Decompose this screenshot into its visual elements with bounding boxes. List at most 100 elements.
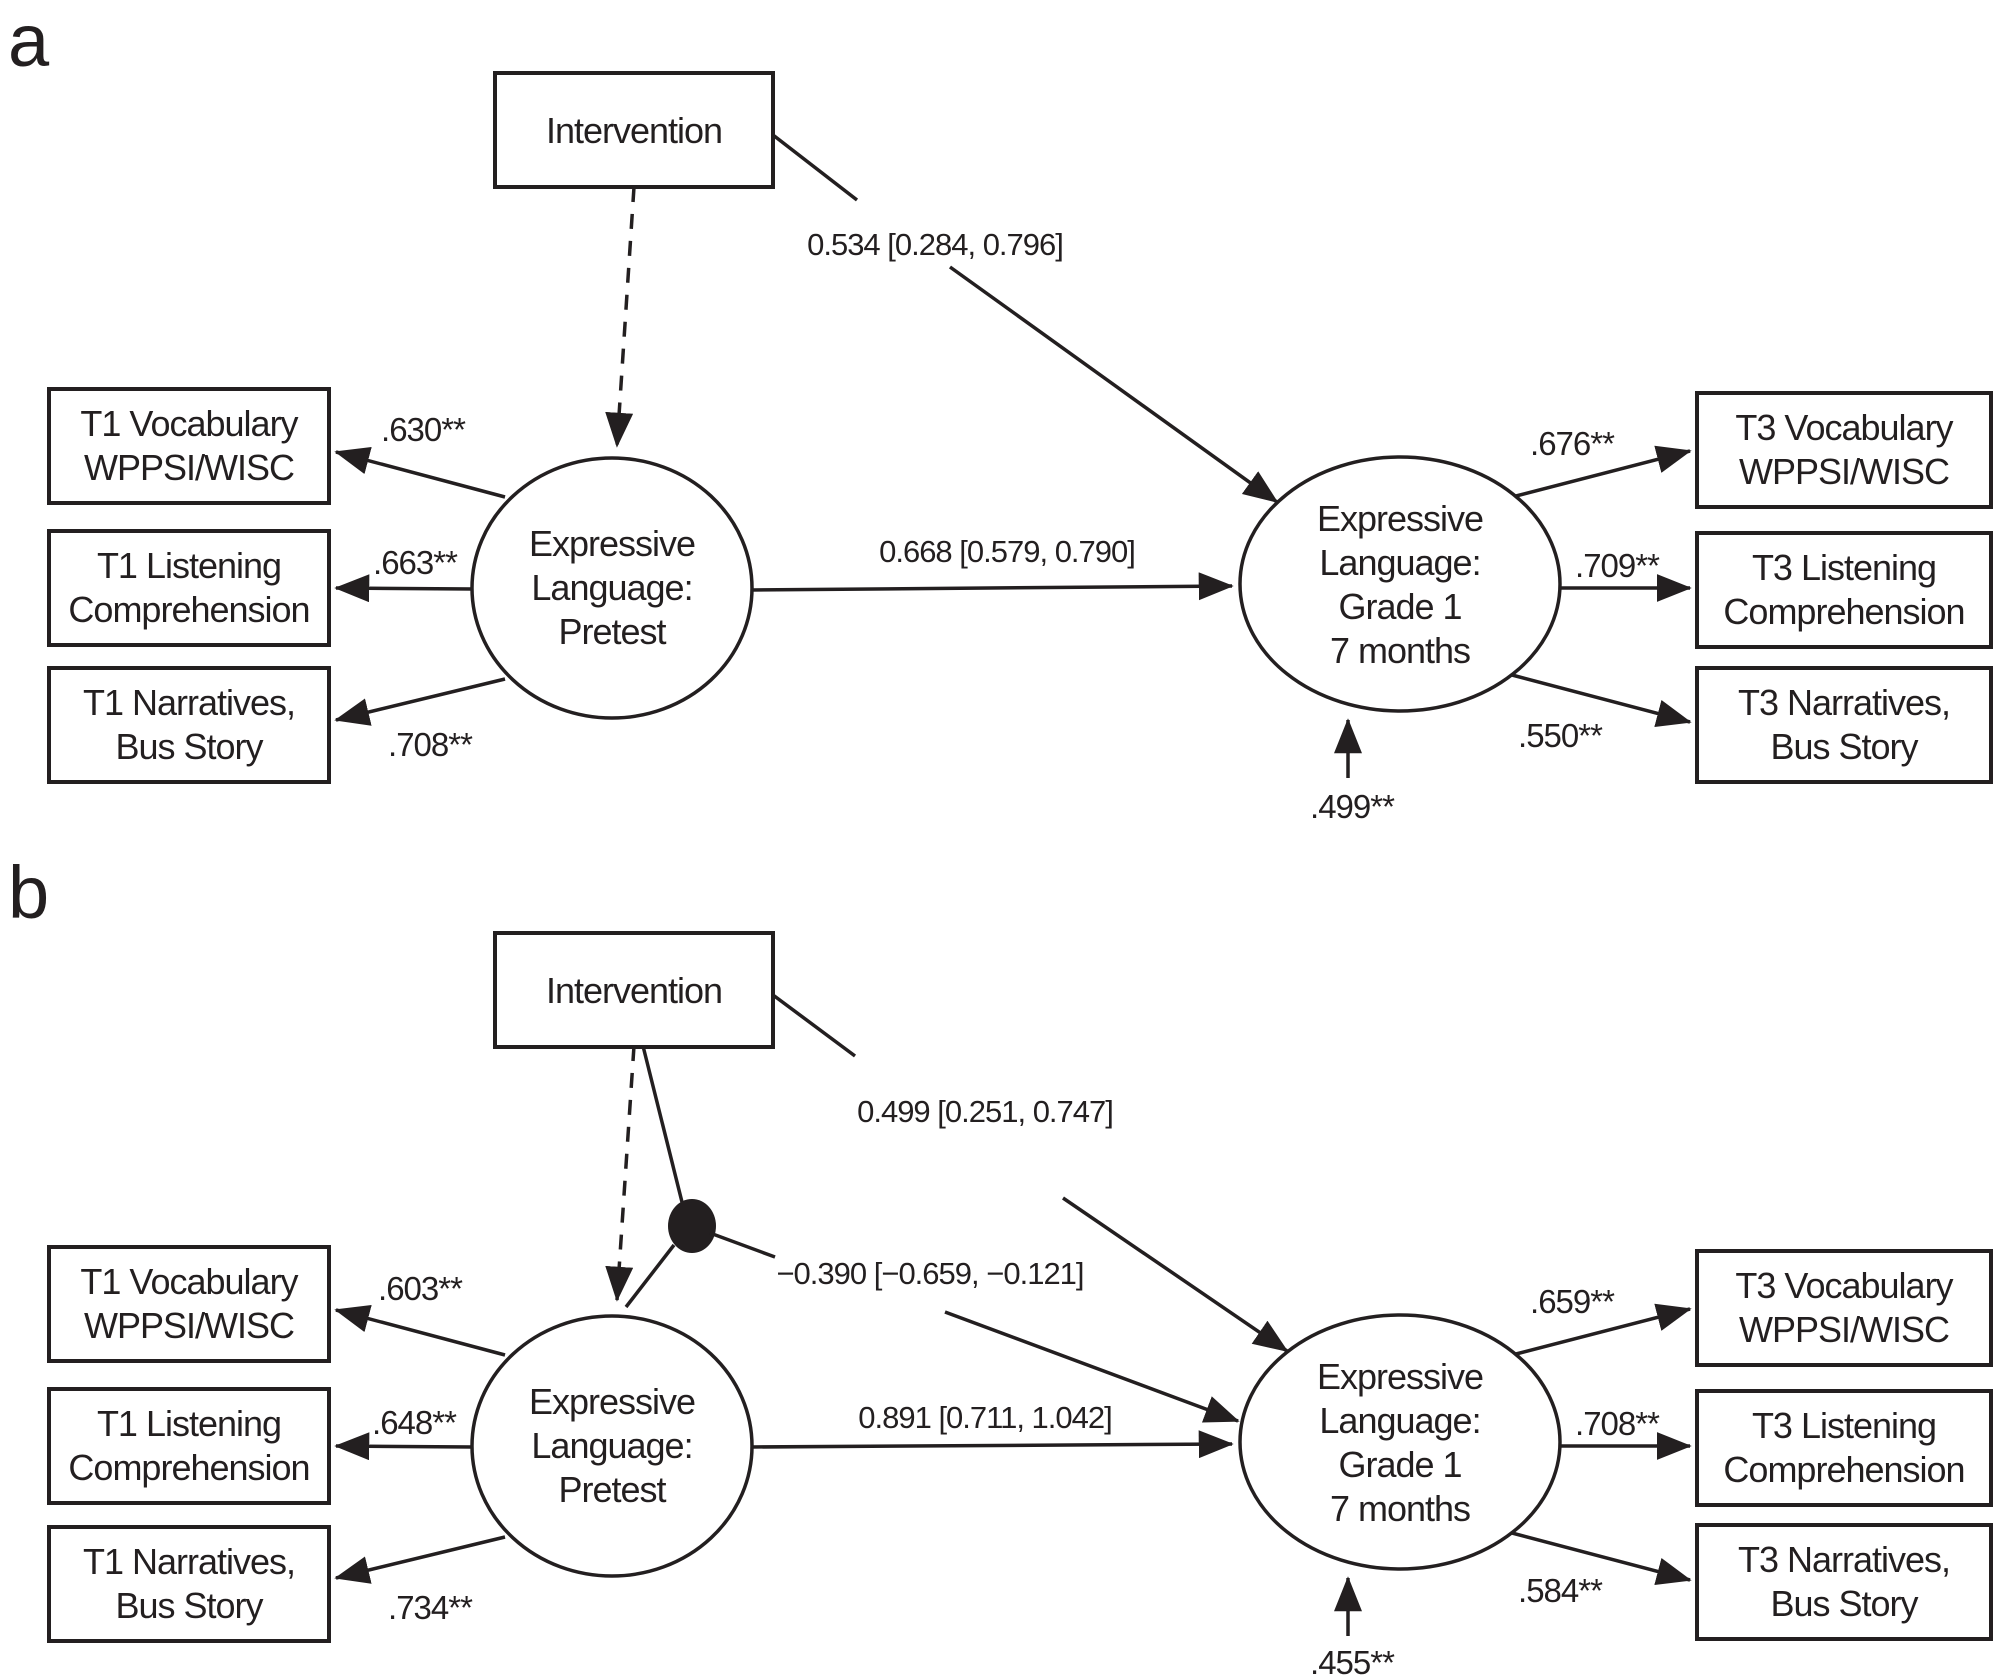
path-interaction-outcome-seg1-b [709,1231,776,1259]
t3-narratives-box-a [1695,666,1993,784]
line-intervention-to-interaction-dot-b [641,1045,685,1207]
t3-vocab-line1-b: T3 Vocabulary [1735,1265,1953,1306]
path-interaction-outcome-seg2-b [944,1310,1240,1423]
loading-t3-listening-b: .708** [1575,1405,1660,1442]
t1-vocab-line1-a: T1 Vocabulary [80,403,298,444]
t3-vocab-line1-a: T3 Vocabulary [1735,407,1953,448]
loading-t1-vocab-a: .630** [381,411,466,448]
t3-listening-line2-a: Comprehension [1723,591,1964,632]
path-pretest-outcome-b [751,1430,1234,1459]
loading-arrow-t3-narratives-a [1511,673,1692,728]
coef-intervention-outcome-b: 0.499 [0.251, 0.747] [857,1094,1113,1129]
t3-narratives-line2-b: Bus Story [1770,1583,1918,1624]
pretest-label-line3-a: Pretest [558,611,666,652]
loading-arrow-t1-listening-b [334,1432,474,1461]
loading-arrow-t1-narratives-a [334,677,506,726]
coef-intervention-outcome-a: 0.534 [0.284, 0.796] [807,227,1063,262]
t3-listening-line2-b: Comprehension [1723,1449,1964,1490]
panel-a-letter: a [8,0,50,82]
t1-vocab-line2-b: WPPSI/WISC [84,1305,294,1346]
coef-interaction-outcome-b: −0.390 [−0.659, −0.121] [776,1256,1083,1291]
loading-arrow-t1-listening-a [334,574,474,603]
pretest-label-line2-b: Language: [531,1425,692,1466]
intervention-box-a [493,71,775,189]
loading-t1-narratives-a: .708** [388,726,473,763]
t3-vocab-box-a [1695,391,1993,509]
path-pretest-outcome-a [751,572,1234,601]
outcome-label-line4-b: 7 months [1330,1488,1470,1529]
t1-narratives-line2-a: Bus Story [115,726,263,767]
t1-narratives-box-a [47,666,331,784]
t1-listening-line2-a: Comprehension [68,589,309,630]
loading-t1-listening-b: .648** [372,1404,457,1441]
t3-narratives-box-b [1695,1523,1993,1641]
outcome-label-line3-a: Grade 1 [1338,586,1461,627]
t3-listening-line1-b: T3 Listening [1752,1405,1936,1446]
t3-narratives-line1-a: T3 Narratives, [1738,682,1950,723]
coef-pretest-outcome-b: 0.891 [0.711, 1.042] [858,1400,1112,1435]
t3-vocab-box-b [1695,1249,1993,1367]
panel-b-letter: b [8,851,47,934]
intervention-label-a: Intervention [546,110,722,151]
t1-listening-line1-b: T1 Listening [97,1403,281,1444]
path-intervention-outcome-seg2-b [1062,1196,1289,1353]
loading-t1-vocab-b: .603** [378,1270,463,1307]
outcome-ellipse-b [1238,1313,1562,1571]
t1-listening-box-b [47,1387,331,1505]
dashed-arrow-intervention-to-pretest-b [605,1045,636,1302]
outcome-label-line1-b: Expressive [1317,1356,1483,1397]
pretest-label-line2-a: Language: [531,567,692,608]
outcome-label-line3-b: Grade 1 [1338,1444,1461,1485]
path-intervention-outcome-seg1-b [771,993,857,1058]
t1-narratives-line2-b: Bus Story [115,1585,263,1626]
loading-arrow-t3-narratives-b [1511,1531,1692,1586]
t3-listening-line1-a: T3 Listening [1752,547,1936,588]
t1-vocab-box-a [47,387,331,505]
t3-narratives-line2-a: Bus Story [1770,726,1918,767]
t3-listening-box-b [1695,1389,1993,1507]
t3-vocab-line2-a: WPPSI/WISC [1739,451,1949,492]
coef-pretest-outcome-a: 0.668 [0.579, 0.790] [879,534,1135,569]
loading-t3-vocab-a: .676** [1530,425,1615,462]
t1-narratives-line1-b: T1 Narratives, [83,1541,295,1582]
outcome-label-line2-a: Language: [1319,542,1480,583]
dashed-arrow-intervention-to-pretest-a [605,186,636,448]
loading-t1-narratives-b: .734** [388,1589,473,1626]
pretest-label-line3-b: Pretest [558,1469,666,1510]
pretest-ellipse-a [470,456,754,720]
loading-arrow-t1-vocab-b [334,1305,506,1357]
outcome-ellipse-a [1238,455,1562,713]
t1-listening-line1-a: T1 Listening [97,545,281,586]
path-intervention-outcome-seg1-a [771,133,859,202]
t1-narratives-box-b [47,1525,331,1643]
pretest-label-line1-a: Expressive [529,523,695,564]
panel-b: b Intervention Expressive Language: Pret… [8,851,1993,1680]
outcome-label-line1-a: Expressive [1317,498,1483,539]
panel-a: a Intervention Expressive Language: Pret… [8,0,1993,825]
loading-t1-listening-a: .663** [373,544,458,581]
t1-listening-box-a [47,529,331,647]
t3-narratives-line1-b: T3 Narratives, [1738,1539,1950,1580]
loading-arrow-t3-vocab-b [1511,1303,1692,1357]
line-pretest-to-interaction-dot-b [624,1243,676,1309]
t1-narratives-line1-a: T1 Narratives, [83,682,295,723]
loading-t3-narratives-b: .584** [1518,1572,1603,1609]
loading-t3-narratives-a: .550** [1518,717,1603,754]
t1-vocab-box-b [47,1245,331,1363]
outcome-label-line2-b: Language: [1319,1400,1480,1441]
loading-arrow-t3-vocab-a [1511,445,1692,499]
path-intervention-outcome-seg2-a [948,265,1279,504]
loading-t3-vocab-b: .659** [1530,1283,1615,1320]
t3-vocab-line2-b: WPPSI/WISC [1739,1309,1949,1350]
t1-listening-line2-b: Comprehension [68,1447,309,1488]
residual-label-outcome-a: .499** [1310,788,1395,825]
pretest-label-line1-b: Expressive [529,1381,695,1422]
t3-listening-box-a [1695,531,1993,649]
interaction-dot-b [668,1199,716,1253]
intervention-label-b: Intervention [546,970,722,1011]
residual-label-outcome-b: .455** [1310,1644,1395,1680]
loading-t3-listening-a: .709** [1575,547,1660,584]
pretest-ellipse-b [470,1314,754,1578]
loading-arrow-t1-vocab-a [334,447,506,499]
